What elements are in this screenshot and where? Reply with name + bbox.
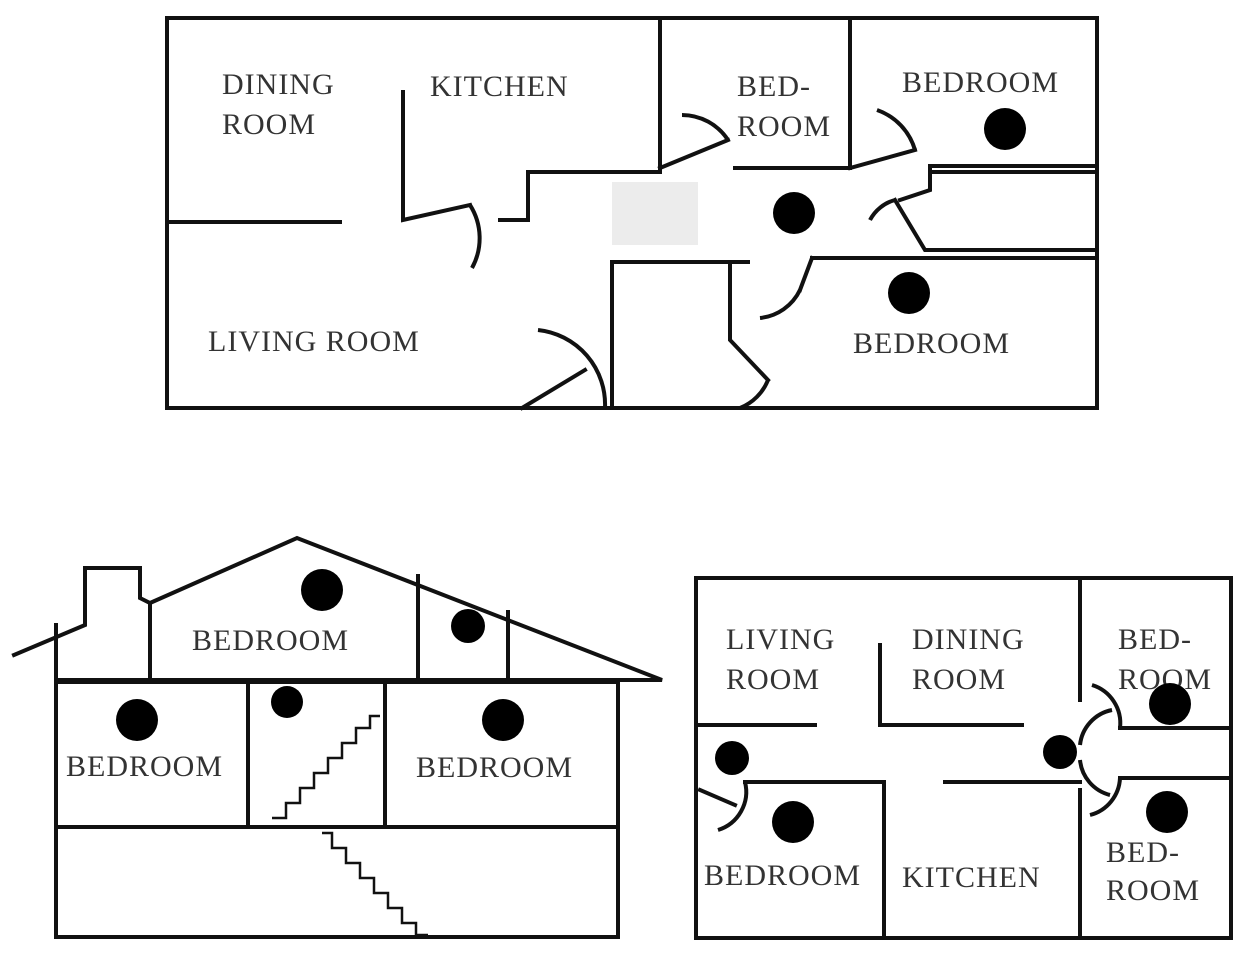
label-kitchen: KITCHEN (430, 70, 569, 103)
smoke-alarm-marker (1149, 683, 1191, 725)
wall (847, 147, 918, 171)
wall (657, 137, 731, 171)
smoke-alarm-marker (773, 192, 815, 234)
label-living-room: ROOM (726, 663, 820, 696)
door-swing (681, 113, 730, 142)
door-swing (739, 379, 770, 410)
door-swing (876, 108, 917, 151)
smoke-alarm-marker (1146, 791, 1188, 833)
roof (11, 535, 663, 682)
label-bedroom: BEDROOM (66, 750, 223, 783)
wall (519, 367, 588, 411)
smoke-alarm-marker (772, 801, 814, 843)
door-swing (759, 289, 802, 320)
door-swing (1078, 708, 1113, 746)
smoke-alarm-marker (888, 272, 930, 314)
door-swing (468, 203, 482, 269)
wall (892, 197, 1099, 252)
label-dining-room: DINING (912, 623, 1025, 656)
door-swing (1089, 777, 1122, 817)
stairs (272, 714, 380, 820)
door-swing (868, 198, 896, 222)
smoke-alarm-marker (301, 569, 343, 611)
label-bedroom: ROOM (1106, 874, 1200, 907)
label-kitchen: KITCHEN (902, 861, 1041, 894)
house-cross-section: BEDROOM BEDROOM BEDROOM (11, 535, 663, 939)
label-bedroom: BEDROOM (704, 859, 861, 892)
smoke-alarm-marker (715, 741, 749, 775)
label-dining-room: ROOM (912, 663, 1006, 696)
door-swing (1078, 759, 1111, 797)
wall (878, 643, 1024, 727)
smoke-alarm-marker (482, 699, 524, 741)
stairs (322, 831, 428, 937)
label-bedroom: BEDROOM (192, 624, 349, 657)
wall (797, 255, 815, 293)
label-dining-room: DINING (222, 68, 335, 101)
outer-wall (165, 16, 1099, 410)
label-bedroom: BEDROOM (902, 66, 1059, 99)
label-dining-room: ROOM (222, 108, 316, 141)
floor-plan-top: DINING ROOM KITCHEN BED- ROOM BEDROOM LI… (165, 16, 1099, 411)
label-bedroom: BED- (737, 70, 811, 103)
wall (610, 260, 771, 410)
smoke-alarm-marker (271, 686, 303, 718)
door-swing (537, 328, 608, 409)
label-living-room: LIVING (726, 623, 835, 656)
basement (54, 825, 620, 939)
label-bedroom: BED- (1106, 836, 1180, 869)
label-bedroom: BED- (1118, 623, 1192, 656)
door-swing (1091, 683, 1123, 729)
shaded-area (612, 182, 698, 245)
smoke-alarm-marker (1043, 735, 1077, 769)
label-bedroom: BEDROOM (853, 327, 1010, 360)
wall (697, 787, 738, 808)
label-bedroom: ROOM (737, 110, 831, 143)
smoke-alarm-marker (451, 609, 485, 643)
floor-plan-bottom: LIVING ROOM DINING ROOM BED- ROOM BEDROO… (694, 576, 1233, 940)
wall (897, 164, 932, 203)
label-living-room: LIVING ROOM (208, 325, 420, 358)
wall (401, 90, 473, 223)
wall (743, 780, 886, 940)
outer-wall (694, 576, 1233, 940)
smoke-alarm-marker (116, 699, 158, 741)
smoke-alarm-marker (984, 108, 1026, 150)
door-swing (717, 781, 749, 832)
label-bedroom: BEDROOM (416, 751, 573, 784)
wall (498, 170, 662, 222)
